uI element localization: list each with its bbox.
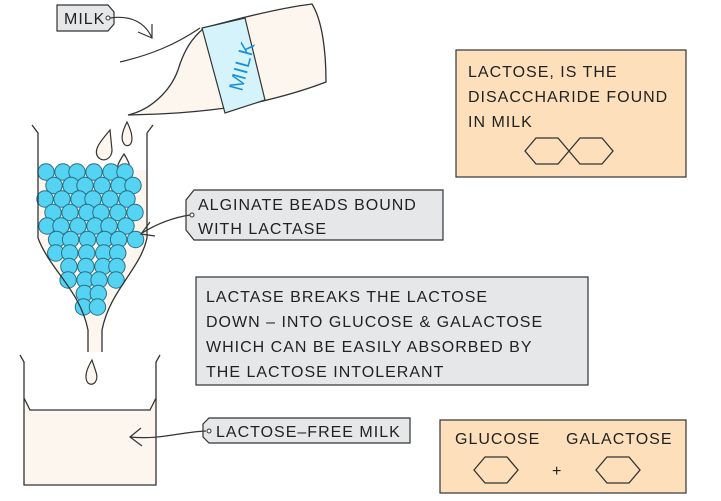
alginate-bead xyxy=(53,190,71,208)
explanation-line-3: WHICH CAN BE EASILY ABSORBED BY xyxy=(206,339,533,356)
milk-tag: MILK xyxy=(56,4,153,39)
alginate-bead xyxy=(59,271,77,289)
milk-bottle: MILK xyxy=(119,3,327,116)
beaker xyxy=(19,354,161,486)
glucose-galactose-box: GLUCOSE GALACTOSE + xyxy=(439,419,687,494)
bottle-label-band xyxy=(201,17,266,114)
alginate-bead xyxy=(85,163,103,181)
lactose-line-2: DISACCHARIDE FOUND xyxy=(468,89,668,106)
lactose-box: LACTOSE, IS THE DISACCHARIDE FOUND IN MI… xyxy=(455,49,687,178)
lactose-free-milk-tag: LACTOSE–FREE MILK xyxy=(129,417,411,447)
alginate-bead xyxy=(88,298,107,316)
galactose-label: GALACTOSE xyxy=(566,431,673,448)
milk-tag-text: MILK xyxy=(64,11,105,28)
explanation-line-4: THE LACTOSE INTOLERANT xyxy=(206,364,444,381)
alginate-bead xyxy=(45,176,63,195)
alginate-bead xyxy=(93,176,111,195)
alginate-beads xyxy=(36,163,145,316)
glucose-label: GLUCOSE xyxy=(455,431,540,448)
alginate-bead xyxy=(61,203,79,222)
galactose-hexagon-icon xyxy=(595,456,641,484)
arrow xyxy=(109,16,153,39)
beads-tag-line-2: WITH LACTASE xyxy=(198,221,327,238)
alginate-bead xyxy=(107,271,125,289)
explanation-line-2: DOWN – INTO GLUCOSE & GALACTOSE xyxy=(206,314,543,331)
alginate-bead xyxy=(118,190,136,208)
alginate-bead xyxy=(36,190,54,208)
disaccharide-hexagons-icon xyxy=(524,137,614,165)
alginate-bead xyxy=(126,203,144,222)
alginate-bead xyxy=(109,203,127,222)
alginate-bead xyxy=(117,217,135,235)
lactose-line-3: IN MILK xyxy=(468,114,533,131)
bead-column xyxy=(31,124,154,352)
alginate-bead xyxy=(101,190,119,208)
plus-sign: + xyxy=(552,463,562,480)
alginate-beads-tag: ALGINATE BEADS BOUND WITH LACTASE xyxy=(139,189,444,241)
alginate-bead xyxy=(126,230,145,249)
explanation-box: LACTASE BREAKS THE LACTOSE DOWN – INTO G… xyxy=(195,276,589,386)
lactose-free-text: LACTOSE–FREE MILK xyxy=(216,424,401,441)
explanation-line-1: LACTASE BREAKS THE LACTOSE xyxy=(206,289,488,306)
glucose-hexagon-icon xyxy=(473,456,519,484)
beads-tag-line-1: ALGINATE BEADS BOUND xyxy=(198,197,417,214)
alginate-bead xyxy=(69,217,87,235)
lactose-line-1: LACTOSE, IS THE xyxy=(468,64,618,81)
